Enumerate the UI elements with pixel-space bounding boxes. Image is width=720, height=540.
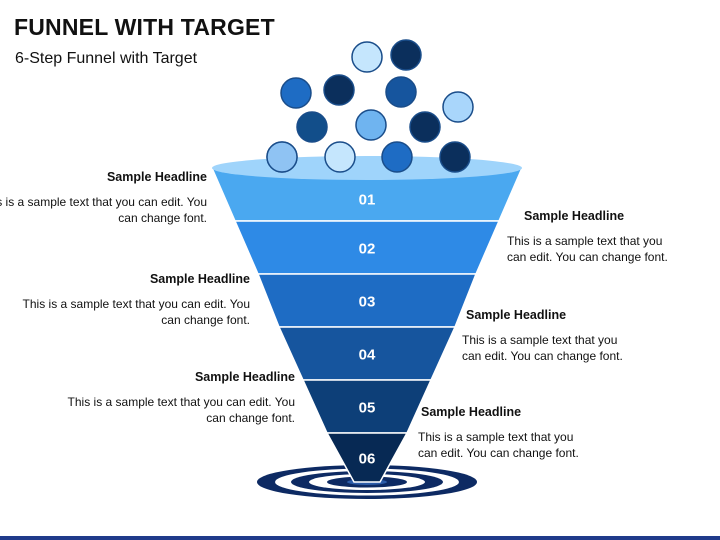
- step-labels: 01 02 03 04 05 06: [359, 192, 376, 468]
- ball-11: [266, 141, 298, 173]
- page-title: FUNNEL WITH TARGET: [14, 14, 275, 40]
- step-number-4: 04: [359, 347, 376, 364]
- page-subtitle: 6-Step Funnel with Target: [15, 50, 198, 67]
- ball-6: [442, 91, 474, 123]
- block-headline: Sample Headline: [421, 405, 522, 419]
- ball-12: [324, 141, 356, 173]
- text-block-5: Sample Headline This is a sample text th…: [55, 370, 295, 426]
- block-headline: Sample Headline: [106, 170, 207, 184]
- ball-8: [355, 109, 387, 141]
- ball-7: [296, 111, 328, 143]
- funnel: [210, 167, 524, 483]
- bottom-accent-bar: [0, 536, 720, 540]
- block-text: This is a sample text that you can edit.…: [67, 395, 295, 425]
- block-text: This is a sample text that you can edit.…: [418, 430, 579, 460]
- ball-13: [381, 141, 413, 173]
- block-headline: Sample Headline: [524, 209, 625, 223]
- funnel-segment-6: [325, 432, 409, 483]
- block-text: This is a sample text that you can edit.…: [462, 333, 623, 363]
- block-headline: Sample Headline: [149, 272, 250, 286]
- step-number-5: 05: [359, 400, 376, 417]
- ball-1: [351, 41, 383, 73]
- ball-3: [280, 77, 312, 109]
- ball-5: [385, 76, 417, 108]
- block-text: This is a sample text that you can edit.…: [0, 195, 207, 225]
- text-block-3: Sample Headline This is a sample text th…: [10, 272, 250, 328]
- block-headline: Sample Headline: [194, 370, 295, 384]
- ball-4: [323, 74, 355, 106]
- step-number-2: 02: [359, 241, 376, 258]
- funnel-rim: [212, 156, 522, 180]
- text-block-6: Sample Headline This is a sample text th…: [418, 405, 658, 461]
- block-text: This is a sample text that you can edit.…: [507, 234, 668, 264]
- block-headline: Sample Headline: [466, 308, 567, 322]
- ball-14: [439, 141, 471, 173]
- balls: [266, 39, 474, 173]
- text-block-1: Sample Headline This is a sample text th…: [0, 170, 207, 226]
- text-block-2: Sample Headline This is a sample text th…: [507, 209, 720, 265]
- step-number-3: 03: [359, 294, 376, 311]
- step-number-1: 01: [359, 192, 376, 209]
- block-text: This is a sample text that you can edit.…: [22, 297, 250, 327]
- step-number-6: 06: [359, 451, 376, 468]
- ball-9: [409, 111, 441, 143]
- ball-2: [390, 39, 422, 71]
- text-block-4: Sample Headline This is a sample text th…: [462, 308, 702, 364]
